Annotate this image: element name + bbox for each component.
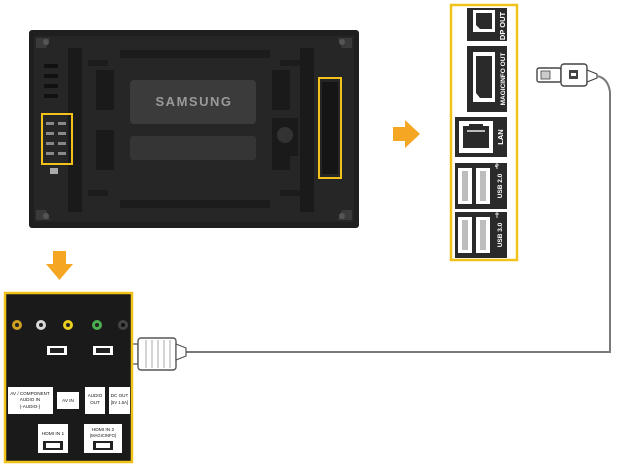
- dc-out-spec-label: [5V 1.5A]: [111, 400, 128, 405]
- arrow-right-icon: [393, 120, 420, 148]
- av-in-label: AV IN: [62, 398, 74, 403]
- usb-icon: [494, 163, 499, 169]
- usb-plug: [536, 63, 598, 87]
- hdmi-in-1-label: HDMI IN 1: [42, 431, 65, 437]
- av-component-label: AV / COMPONENT: [10, 391, 50, 396]
- display-rear-view: [29, 30, 359, 228]
- cable-line: [186, 75, 611, 353]
- arrow-down-icon: [46, 251, 73, 280]
- audio-out-label-2: OUT: [90, 400, 100, 405]
- audio-sub-label: (-AUDIO-): [20, 404, 41, 409]
- hdmi-in-2-sub-label: (MAGICINFO): [90, 433, 117, 438]
- left-port-panel: [3, 291, 134, 464]
- dc-out-label: DC OUT: [111, 393, 129, 398]
- dp-out-label: DP OUT: [498, 11, 507, 40]
- lan-label: LAN: [496, 129, 505, 144]
- right-ports-highlight: [318, 77, 342, 179]
- audio-out-label: AUDIO: [88, 393, 103, 398]
- left-ports-highlight: [41, 113, 73, 165]
- usb-2-0-label: USB 2.0: [497, 173, 504, 198]
- audio-in-label: AUDIO IN: [20, 397, 40, 402]
- hdmi-plug: [127, 337, 187, 371]
- right-port-panel: [449, 3, 519, 262]
- magicinfo-out-label: MAGICINFO OUT: [500, 53, 507, 106]
- brand-logo: SAMSUNG: [156, 94, 233, 109]
- usb-icon: [495, 212, 499, 218]
- usb-3-0-label: USB 3.0: [497, 222, 504, 247]
- hdmi-in-2-label: HDMI IN 2: [92, 427, 115, 433]
